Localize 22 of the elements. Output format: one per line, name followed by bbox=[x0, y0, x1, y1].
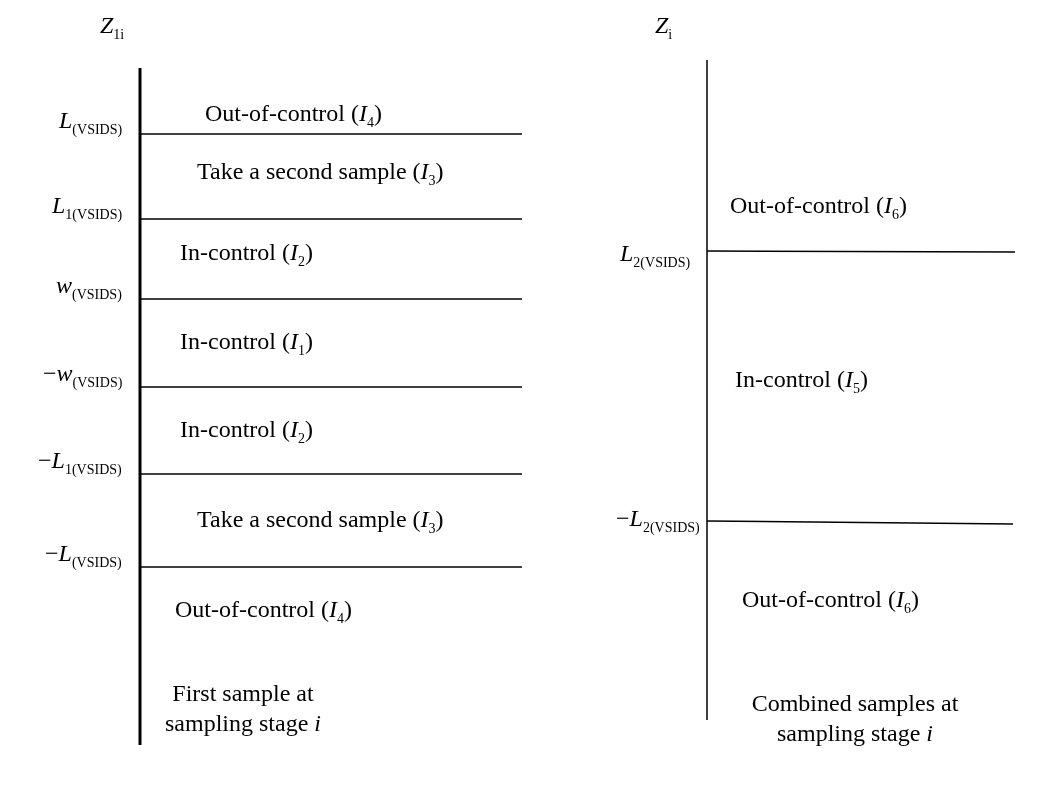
region-label: In-control (I$_{2}$) bbox=[180, 415, 313, 448]
region-label: In-control (I$_{5}$) bbox=[735, 365, 868, 398]
threshold-label: −L$_{(VSIDS)}$ bbox=[45, 539, 122, 572]
region-label: In-control (I$_{1}$) bbox=[180, 327, 313, 360]
threshold-label: −L$_{2(VSIDS)}$ bbox=[616, 504, 700, 537]
threshold-label: L$_{(VSIDS)}$ bbox=[59, 106, 123, 139]
caption-text: Combined samples at sampling stage i bbox=[750, 689, 960, 748]
threshold-label: −w$_{(VSIDS)}$ bbox=[43, 359, 123, 392]
region-label: Out-of-control (I$_{6}$) bbox=[730, 191, 907, 224]
threshold-label: L$_{1(VSIDS)}$ bbox=[52, 191, 123, 224]
threshold-label: −L$_{1(VSIDS)}$ bbox=[38, 446, 122, 479]
region-label: Out-of-control (I$_{6}$) bbox=[742, 585, 919, 618]
caption-text: First sample at sampling stage i bbox=[164, 679, 322, 738]
region-label: Out-of-control (I$_{4}$) bbox=[205, 99, 382, 132]
region-label: Take a second sample (I$_{3}$) bbox=[197, 157, 444, 190]
region-label: Out-of-control (I$_{4}$) bbox=[175, 595, 352, 628]
threshold-label: w$_{(VSIDS)}$ bbox=[56, 271, 122, 304]
axis-title: Z$_{i}$ bbox=[655, 11, 673, 44]
region-label: Take a second sample (I$_{3}$) bbox=[197, 505, 444, 538]
region-label: In-control (I$_{2}$) bbox=[180, 238, 313, 271]
axis-title: Z$_{1i}$ bbox=[100, 11, 125, 44]
threshold-label: L$_{2(VSIDS)}$ bbox=[620, 239, 691, 272]
